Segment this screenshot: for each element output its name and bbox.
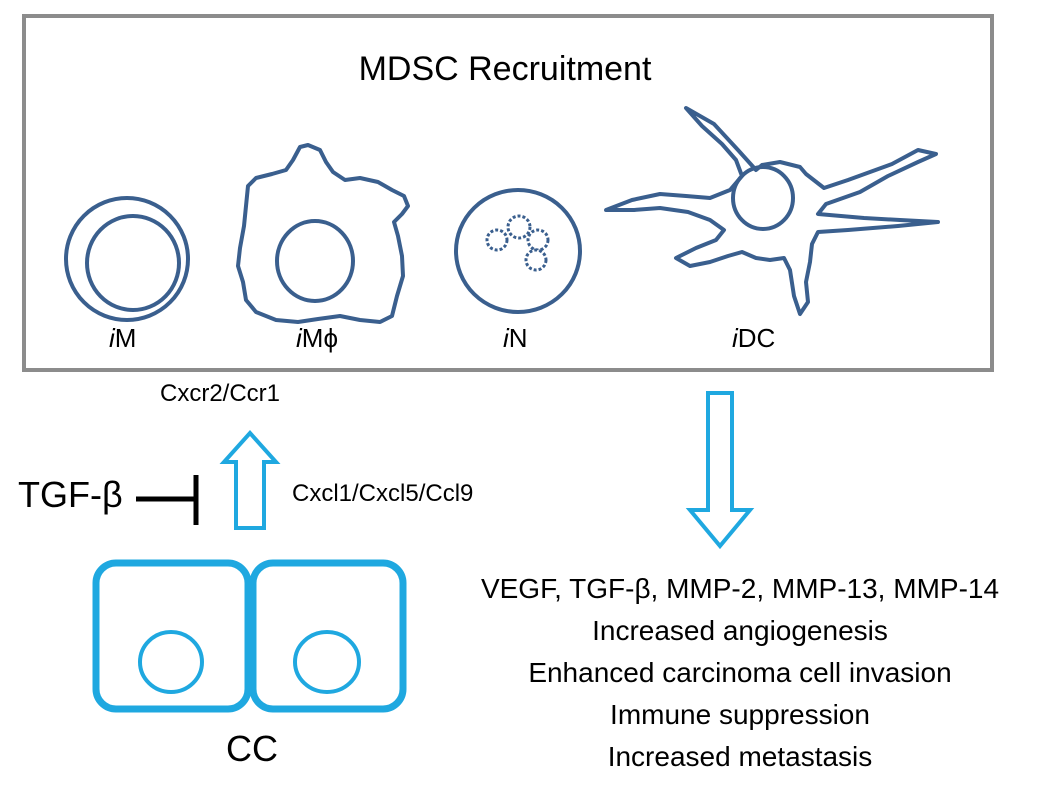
cell-label-in: iN	[503, 323, 528, 353]
tgf-beta-label: TGF-β	[18, 474, 123, 515]
receptor-label: Cxcr2/Ccr1	[160, 380, 281, 407]
cell-label-im: iM	[109, 323, 137, 353]
effect-item: Increased metastasis	[607, 741, 873, 772]
effects-arrow	[685, 391, 755, 550]
immature-monocyte-cell	[64, 196, 190, 322]
effect-item: Immune suppression	[610, 699, 870, 730]
carcinoma-cells	[92, 559, 407, 713]
recruitment-arrow	[219, 430, 281, 530]
effect-item: VEGF, TGF-β, MMP-2, MMP-13, MMP-14	[480, 573, 1000, 604]
cell-label-idc: iDC	[732, 323, 776, 353]
effects-list: VEGF, TGF-β, MMP-2, MMP-13, MMP-14 Incre…	[430, 568, 1050, 778]
cell-label-imphi: iMϕ	[296, 323, 339, 353]
effect-item: Increased angiogenesis	[592, 615, 888, 646]
effect-item: Enhanced carcinoma cell invasion	[528, 657, 952, 688]
immature-macrophage-cell	[236, 143, 410, 324]
chemokine-label: Cxcl1/Cxcl5/Ccl9	[292, 480, 474, 507]
inhibition-symbol	[136, 475, 199, 525]
immature-neutrophil-cell	[454, 188, 582, 314]
recruitment-frame	[22, 14, 994, 372]
immature-dendritic-cell	[604, 106, 940, 316]
diagram-title: MDSC Recruitment	[358, 50, 652, 88]
carcinoma-cell-label: CC	[226, 728, 278, 769]
